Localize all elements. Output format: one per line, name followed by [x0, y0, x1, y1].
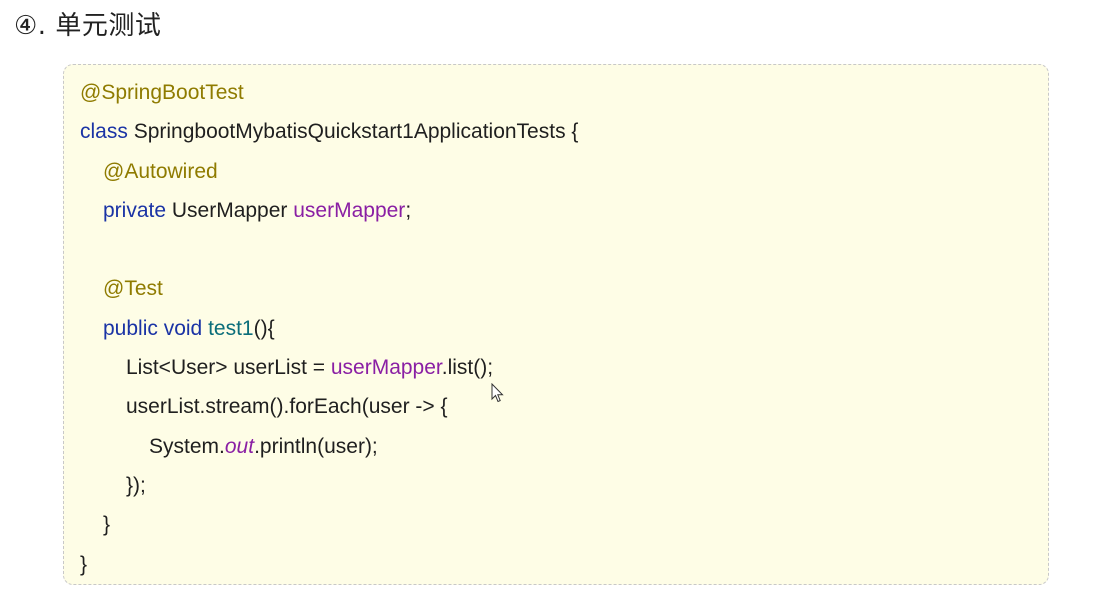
code-line-7: public void test1(){ [80, 309, 578, 348]
code-line-12: } [80, 505, 578, 544]
field-usermapper: userMapper [293, 198, 406, 222]
list-declaration: List<User> userList = [126, 356, 331, 380]
code-line-11: }); [80, 466, 578, 505]
method-test1: test1 [208, 316, 254, 340]
stream-foreach: userList.stream().forEach(user -> { [126, 395, 448, 419]
lambda-close: }); [126, 473, 146, 497]
class-declaration: SpringbootMybatisQuickstart1ApplicationT… [127, 120, 579, 144]
mouse-pointer-icon [491, 383, 504, 403]
annotation-test: @Test [103, 277, 163, 301]
keyword-private: private [103, 198, 167, 222]
method-close: } [103, 513, 111, 537]
class-close: } [80, 552, 88, 576]
code-line-13: } [80, 545, 578, 584]
code-block: @SpringBootTest class SpringbootMybatisQ… [63, 64, 1049, 585]
section-heading: ④. 单元测试 [14, 11, 162, 41]
static-out: out [224, 434, 255, 458]
code-line-5-blank [80, 230, 578, 269]
code-line-4: private UserMapper userMapper; [80, 191, 578, 230]
code-line-1: @SpringBootTest [80, 73, 578, 112]
keyword-class: class [80, 120, 128, 144]
semicolon: ; [405, 198, 412, 222]
code-line-9: userList.stream().forEach(user -> { [80, 387, 578, 426]
code-line-3: @Autowired [80, 152, 578, 191]
println-call: .println(user); [254, 434, 378, 458]
keyword-public-void: public void [103, 316, 203, 340]
annotation-springboottest: @SpringBootTest [80, 81, 244, 104]
code-line-8: List<User> userList = userMapper.list(); [80, 348, 578, 387]
code-line-2: class SpringbootMybatisQuickstart1Applic… [80, 112, 578, 151]
field-usermapper-ref: userMapper [330, 356, 442, 380]
code-line-10: System.out.println(user); [80, 427, 578, 466]
type-usermapper: UserMapper [166, 198, 294, 222]
code-content: @SpringBootTest class SpringbootMybatisQ… [80, 73, 578, 584]
method-parens: (){ [253, 316, 275, 340]
code-line-6: @Test [80, 269, 578, 308]
annotation-autowired: @Autowired [103, 159, 218, 183]
list-call: .list(); [441, 356, 494, 380]
system-ref: System. [149, 434, 225, 458]
